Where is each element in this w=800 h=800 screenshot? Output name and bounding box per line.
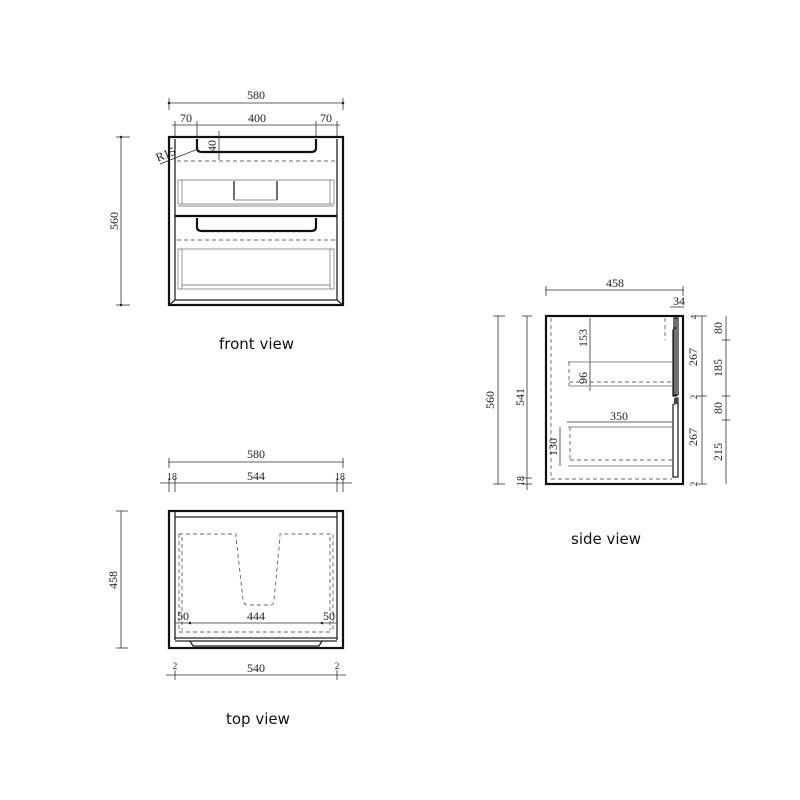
front-view: 580 70 400 70 560 40 R15 bbox=[107, 88, 345, 307]
top-front-width-dim: 540 bbox=[247, 661, 265, 675]
side-right-c-dim: 80 bbox=[711, 402, 725, 414]
side-lower-front-dim: 267 bbox=[686, 428, 700, 446]
side-lower-length-dim: 350 bbox=[610, 409, 628, 423]
top-right-offset-dim: 50 bbox=[323, 609, 335, 623]
side-upper-front-dim: 267 bbox=[686, 348, 700, 366]
front-height-dim: 560 bbox=[107, 212, 121, 230]
front-right-margin-dim: 70 bbox=[320, 111, 332, 125]
top-left-gap-dim: 2 bbox=[173, 661, 178, 671]
side-door-thickness-dim: 34 bbox=[673, 294, 685, 308]
side-view: 458 34 560 541 18 153 96 bbox=[483, 276, 730, 490]
side-carcass-height-dim: 541 bbox=[513, 388, 527, 406]
side-upper-offset-dim: 153 bbox=[576, 329, 590, 347]
side-top-gap-dim: 4 bbox=[689, 314, 699, 319]
side-base-dim: 18 bbox=[516, 476, 527, 486]
side-upper-height-dim: 96 bbox=[576, 372, 590, 384]
side-depth-dim: 458 bbox=[606, 276, 624, 290]
front-handle-width-dim: 400 bbox=[248, 111, 266, 125]
front-view-label: front view bbox=[219, 335, 294, 353]
front-width-dim: 580 bbox=[247, 88, 265, 102]
top-left-offset-dim: 50 bbox=[177, 609, 189, 623]
top-left-panel-dim: 18 bbox=[167, 472, 177, 483]
front-radius-dim: R15 bbox=[154, 144, 178, 164]
top-right-panel-dim: 18 bbox=[335, 472, 345, 483]
side-overall-height-dim: 560 bbox=[483, 391, 497, 409]
front-left-margin-dim: 70 bbox=[180, 111, 192, 125]
side-lower-height-dim: 130 bbox=[546, 438, 560, 456]
top-view-label: top view bbox=[226, 710, 290, 728]
top-right-gap-dim: 2 bbox=[335, 661, 340, 671]
top-width-dim: 580 bbox=[247, 447, 265, 461]
front-handle-depth-dim: 40 bbox=[205, 140, 219, 152]
top-inner-width-dim: 544 bbox=[247, 469, 265, 483]
side-right-d-dim: 215 bbox=[711, 443, 725, 461]
side-mid-gap-dim: 2 bbox=[689, 395, 699, 400]
top-depth-dim: 458 bbox=[106, 571, 120, 589]
top-drawer-width-dim: 444 bbox=[247, 609, 265, 623]
side-view-label: side view bbox=[571, 530, 642, 548]
side-right-a-dim: 80 bbox=[711, 322, 725, 334]
side-bottom-gap-dim: 2 bbox=[689, 482, 699, 487]
side-right-b-dim: 185 bbox=[711, 359, 725, 377]
top-view: 580 18 544 18 458 50 444 50 bbox=[106, 447, 352, 680]
